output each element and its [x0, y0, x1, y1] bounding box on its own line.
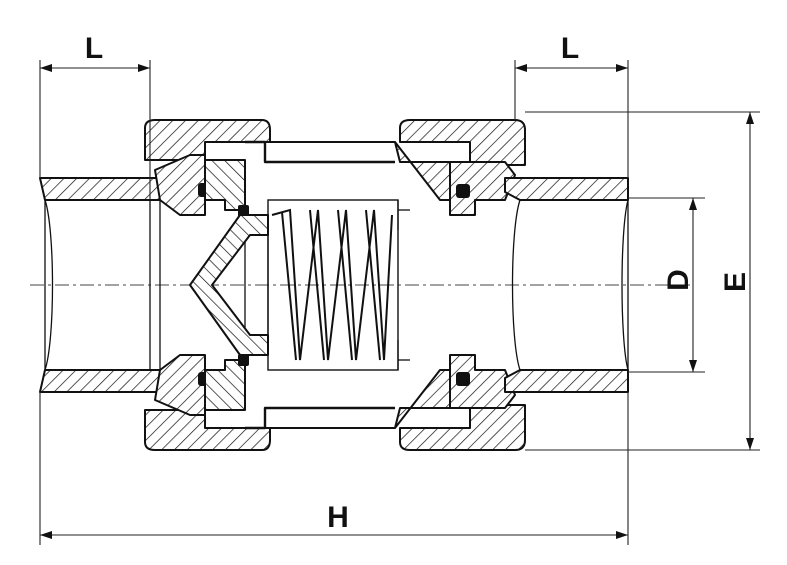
- dimension-h: [39, 392, 629, 545]
- dimension-d: [628, 197, 705, 373]
- right-bushing: [449, 161, 516, 409]
- label-outer-diameter: E: [719, 272, 752, 292]
- compression-spring: [271, 200, 410, 370]
- right-union-nut: [399, 119, 526, 451]
- check-poppet: [189, 199, 399, 371]
- dimension-right-l: [514, 60, 629, 178]
- left-union-nut: [144, 119, 271, 451]
- dimension-left-l: [39, 60, 151, 200]
- label-length-left: L: [85, 32, 103, 65]
- label-length-right: L: [561, 32, 579, 65]
- label-inner-diameter: D: [662, 269, 695, 291]
- right-end-connector: [504, 177, 629, 393]
- left-bushing: [154, 154, 206, 416]
- label-overall-length: H: [327, 501, 349, 534]
- dimension-e: [525, 111, 760, 451]
- seat-holder: [204, 159, 249, 411]
